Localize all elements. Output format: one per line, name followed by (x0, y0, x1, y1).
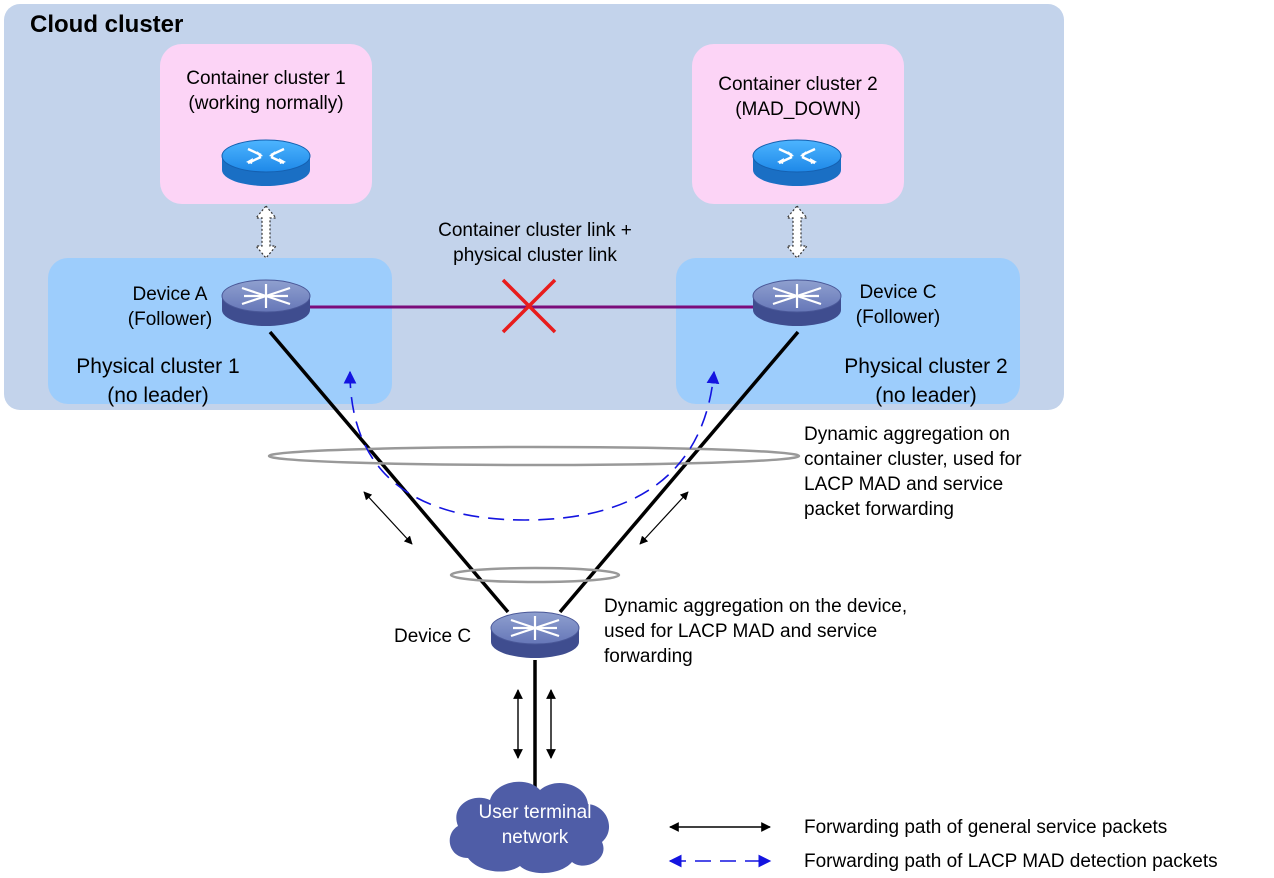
container-aggregation-ellipse (267, 445, 801, 467)
lacp-mad-path (343, 370, 720, 521)
switch-icon (752, 279, 842, 326)
container-cluster-2-box (692, 44, 904, 204)
device-aggregation-line1: Dynamic aggregation on the device, (604, 596, 908, 617)
device-aggregation-line2: used for LACP MAD and service (604, 621, 878, 642)
container-cluster-1-name: Container cluster 1 (186, 68, 346, 89)
router-icon (221, 139, 311, 186)
router-icon (752, 139, 842, 186)
physical-cluster-1-name: Physical cluster 1 (76, 355, 240, 378)
general-path-arrow-right (639, 491, 689, 545)
user-network-label: User terminal network (460, 800, 610, 850)
container-cluster-1-label: Container cluster 1 (working normally) (160, 66, 372, 116)
cloud-cluster-title: Cloud cluster (30, 11, 184, 38)
switch-icon (221, 279, 311, 326)
device-a-label: Device A (Follower) (118, 282, 222, 332)
container-aggregation-line3: LACP MAD and service (804, 474, 1004, 495)
link-device-c-top-to-device-c (558, 330, 800, 614)
container-cluster-1-box (160, 44, 372, 204)
container-cluster-2-status: (MAD_DOWN) (735, 99, 861, 120)
container-cluster-1-status: (working normally) (188, 93, 344, 114)
general-path-arrow-left (363, 491, 413, 545)
device-c-top-label: Device C (Follower) (846, 280, 950, 330)
cluster-link-label-line2: physical cluster link (453, 245, 617, 266)
container-aggregation-annotation: Dynamic aggregation on container cluster… (804, 422, 1022, 522)
device-c-top-role: (Follower) (855, 307, 941, 328)
link-device-a-to-device-c (268, 330, 510, 614)
cloud-icon (449, 781, 610, 874)
user-network-line1: User terminal (478, 802, 592, 823)
legend-general-label: Forwarding path of general service packe… (804, 817, 1168, 838)
cluster-link-label: Container cluster link + physical cluste… (400, 218, 670, 268)
container-aggregation-line1: Dynamic aggregation on (804, 424, 1010, 445)
switch-icon (490, 611, 580, 658)
physical-cluster-1-label: Physical cluster 1 (no leader) (52, 352, 264, 410)
device-c-bottom-label: Device C (394, 626, 472, 647)
physical-cluster-2-status: (no leader) (875, 384, 977, 407)
device-aggregation-annotation: Dynamic aggregation on the device, used … (604, 594, 907, 669)
device-aggregation-line3: forwarding (604, 646, 693, 667)
legend-lacp-label: Forwarding path of LACP MAD detection pa… (804, 851, 1218, 872)
device-c-top-name: Device C (859, 282, 937, 303)
x-mark-icon (501, 278, 557, 334)
container-to-device-c-link (785, 205, 809, 259)
device-aggregation-ellipse (449, 566, 621, 584)
user-network-line2: network (501, 827, 569, 848)
physical-cluster-2-name: Physical cluster 2 (844, 355, 1008, 378)
container-cluster-2-name: Container cluster 2 (718, 74, 878, 95)
device-a-role: (Follower) (127, 309, 213, 330)
cluster-link-label-line1: Container cluster link + (438, 220, 632, 241)
container-to-device-a-link (254, 205, 278, 259)
device-a-name: Device A (132, 284, 208, 305)
physical-cluster-2-label: Physical cluster 2 (no leader) (820, 352, 1032, 410)
container-cluster-2-label: Container cluster 2 (MAD_DOWN) (692, 72, 904, 122)
container-aggregation-line2: container cluster, used for (804, 449, 1022, 470)
container-aggregation-line4: packet forwarding (804, 499, 954, 520)
physical-cluster-1-status: (no leader) (107, 384, 209, 407)
